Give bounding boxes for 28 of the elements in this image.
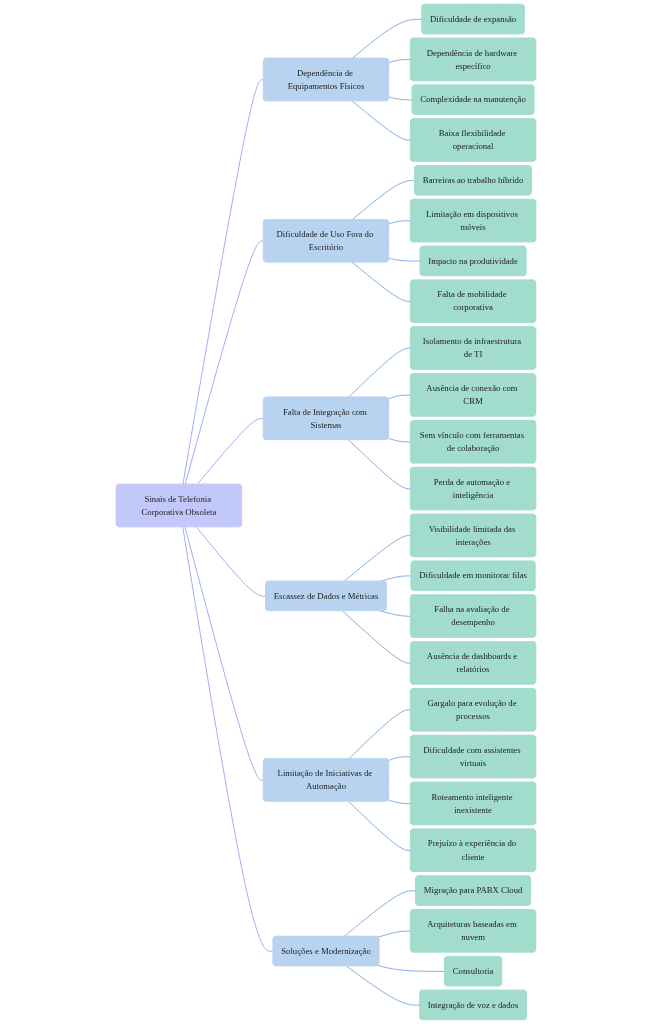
connector bbox=[348, 709, 412, 760]
connector bbox=[343, 535, 412, 582]
connector bbox=[342, 610, 412, 664]
connector bbox=[377, 930, 412, 938]
connector bbox=[351, 100, 412, 141]
connector bbox=[182, 526, 274, 952]
connector bbox=[348, 801, 412, 851]
connector bbox=[388, 96, 413, 101]
connector bbox=[184, 526, 265, 781]
connector bbox=[182, 79, 265, 485]
connector bbox=[377, 965, 446, 972]
connector bbox=[388, 799, 412, 805]
connector bbox=[388, 756, 412, 761]
connector bbox=[388, 438, 412, 443]
connector bbox=[184, 240, 265, 485]
connector bbox=[388, 394, 412, 400]
connector bbox=[348, 347, 412, 398]
connector bbox=[388, 257, 421, 262]
connector bbox=[388, 59, 412, 64]
connector bbox=[343, 890, 417, 937]
connector bbox=[351, 18, 423, 59]
connector bbox=[348, 439, 412, 490]
connector bbox=[351, 180, 416, 221]
connector bbox=[388, 220, 412, 225]
connector bbox=[196, 418, 265, 485]
connector bbox=[345, 965, 421, 1006]
connector bbox=[351, 261, 412, 302]
connector bbox=[196, 526, 267, 597]
